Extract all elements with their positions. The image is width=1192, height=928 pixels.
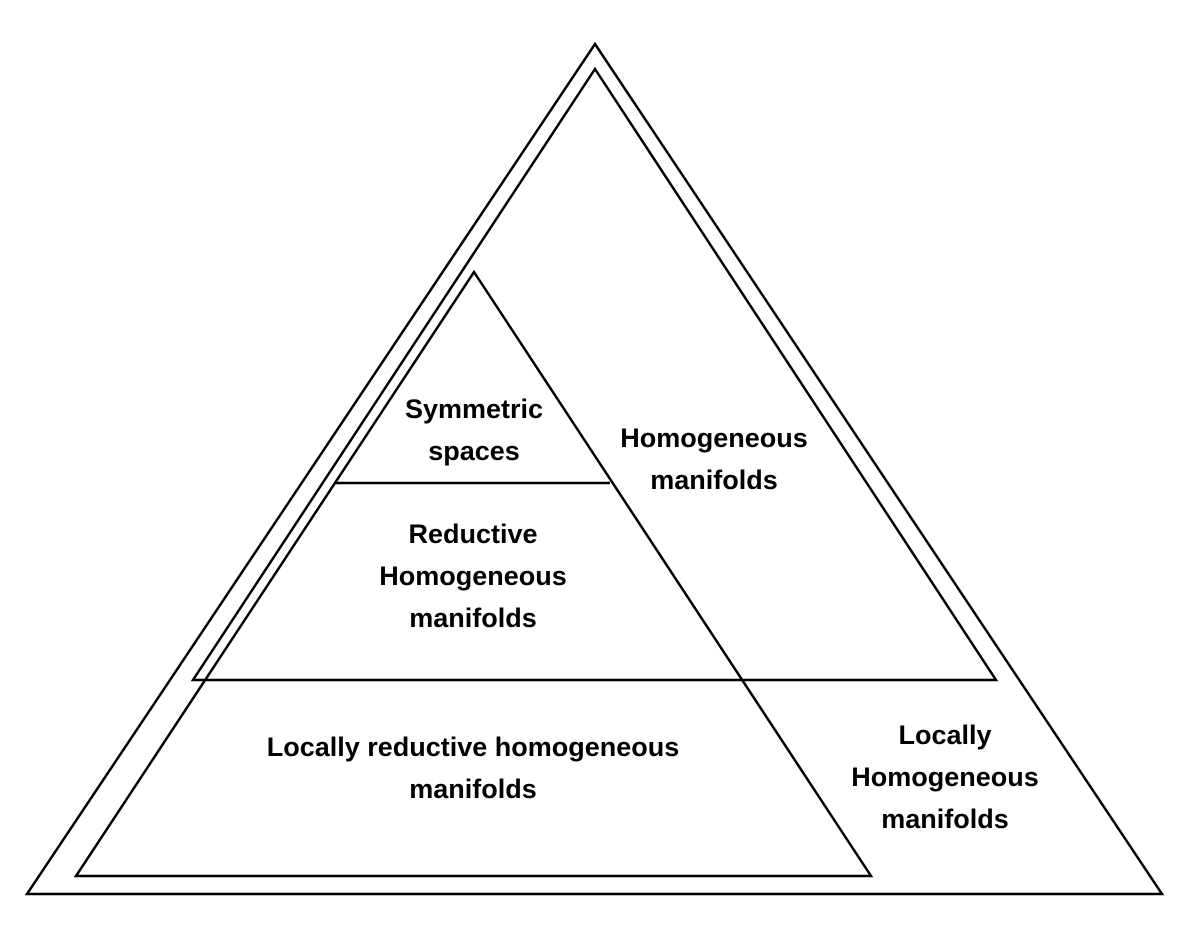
symmetric-spaces-line-1: Symmetric xyxy=(404,394,544,424)
locally-reductive-triangle xyxy=(73,269,874,878)
locally-reductive-homogeneous-manifolds-label: Locally reductive homogeneous manifolds xyxy=(213,726,733,810)
locally-homogeneous-line-1: Locally xyxy=(898,720,992,750)
homogeneous-triangle xyxy=(190,66,999,682)
symmetric-spaces-line-2: spaces xyxy=(428,436,520,466)
locally-reductive-line-1: Locally reductive homogeneous xyxy=(266,732,680,762)
locally-homogeneous-manifolds-label: Locally Homogeneous manifolds xyxy=(815,714,1075,840)
reductive-line-3: manifolds xyxy=(409,603,537,633)
homogeneous-manifolds-line-2: manifolds xyxy=(650,465,778,495)
homogeneous-manifolds-label: Homogeneous manifolds xyxy=(584,417,844,501)
locally-reductive-line-2: manifolds xyxy=(409,774,537,804)
outer-triangle-locally-homogeneous xyxy=(24,41,1165,896)
reductive-line-1: Reductive xyxy=(408,519,538,549)
locally-homogeneous-line-3: manifolds xyxy=(881,804,1009,834)
reductive-line-2: Homogeneous xyxy=(379,561,567,591)
homogeneous-manifolds-line-1: Homogeneous xyxy=(620,423,808,453)
locally-homogeneous-line-2: Homogeneous xyxy=(851,762,1039,792)
reductive-homogeneous-manifolds-label: Reductive Homogeneous manifolds xyxy=(333,513,613,639)
symmetric-spaces-label: Symmetric spaces xyxy=(374,388,574,472)
